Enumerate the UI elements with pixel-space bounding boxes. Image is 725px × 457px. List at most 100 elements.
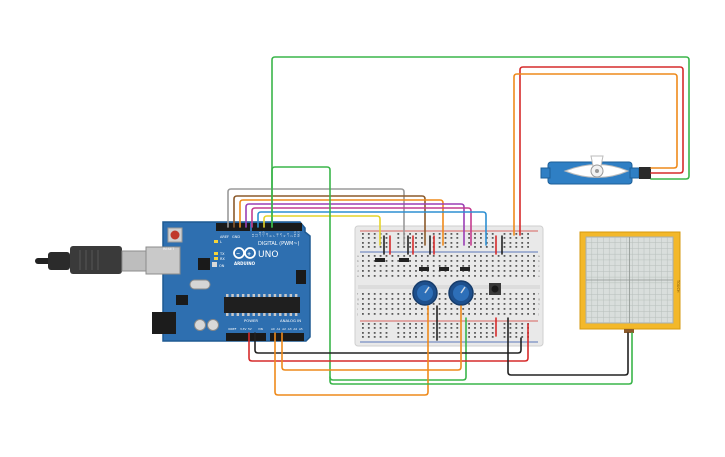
wire-orange-a1 [281, 305, 462, 371]
servo-connector [639, 167, 651, 179]
wire-orange-servo [513, 73, 678, 236]
rx-led-label: RX [220, 257, 225, 261]
analog-header [270, 333, 304, 341]
crystal-oscillator [189, 279, 211, 290]
breadboard-jumpers [375, 258, 470, 271]
breadboard-row-letter: i [538, 307, 539, 311]
rx-led [214, 257, 218, 260]
breadboard-row-letter: f [538, 292, 540, 296]
arduino-logo: − + [233, 247, 256, 259]
touch-pad[interactable]: TOUCH [579, 231, 681, 333]
breadboard-row-letter: h [538, 302, 540, 306]
vin-pin-label: VIN [258, 327, 263, 331]
digital-pin-label: TX 1 [293, 231, 297, 237]
digital-pin-label: ~11 [258, 231, 262, 237]
analog-pin-label: A4 [293, 327, 297, 331]
usb-cable[interactable] [35, 246, 151, 274]
power-header [226, 333, 266, 341]
wire-purple-digital [245, 203, 465, 246]
wire-magenta-digital [251, 207, 472, 246]
icsp-header [296, 270, 306, 284]
dc-power-jack [152, 312, 176, 334]
analog-pin-label: A2 [282, 327, 286, 331]
analog-pin-label: A3 [288, 327, 292, 331]
power-header-label: POWER [244, 318, 258, 323]
breadboard-row-letter: d [357, 269, 359, 273]
usb-plug-body [70, 246, 122, 274]
digital-pin-label: 8 [269, 235, 273, 237]
digital-pin-label: 12 [255, 233, 259, 237]
digital-pin-label: ~3 [286, 233, 290, 237]
digital-header-right [252, 223, 302, 231]
breadboard-row-letter: j [356, 312, 358, 316]
analog-pin-label: A5 [299, 327, 303, 331]
aref-label: AREF [220, 235, 229, 239]
digital-pin-label: 2 [290, 235, 294, 237]
reset-button[interactable] [170, 230, 180, 240]
breadboard-row-letter: c [357, 264, 359, 268]
digital-pin-label: 13 [251, 233, 255, 237]
digital-pin-label: 4 [283, 235, 287, 237]
digital-pin-label: ~9 [265, 233, 269, 237]
capacitor-1 [194, 319, 206, 331]
potentiometer-1-wiper [424, 286, 430, 294]
touch-pad-label: TOUCH [676, 279, 680, 293]
micro-servo[interactable] [540, 155, 651, 185]
reset-label: RESET [163, 247, 175, 251]
breadboard-row-letter: c [538, 264, 540, 268]
gnd-label: GND [232, 235, 240, 239]
servo-mount-left [540, 167, 551, 179]
wire-green-loop [271, 166, 467, 381]
capacitor-2 [207, 319, 219, 331]
touch-pad-grid [586, 237, 673, 323]
servo-mount-right [629, 167, 640, 179]
wire-red-servo-power [519, 66, 684, 236]
svg-text:+: + [247, 252, 251, 258]
voltage-regulator [176, 295, 188, 305]
potentiometer-1[interactable] [412, 280, 438, 306]
digital-pin-label: 7 [272, 235, 276, 237]
breadboard-row-letter: i [357, 307, 358, 311]
usb-socket [145, 246, 181, 275]
digital-pin-label: RX 0 [297, 231, 301, 237]
tx-led-label: TX [219, 252, 225, 256]
breadboard-row-letter: g [357, 297, 359, 301]
wires [227, 56, 690, 396]
breadboard-row-letter: f [357, 292, 359, 296]
touch-pad-connector [624, 329, 634, 333]
breadboard-row-letter: b [357, 259, 359, 263]
usb-interface-chip [198, 258, 210, 270]
l-led [214, 240, 218, 243]
wire-green-servo-signal [271, 56, 690, 228]
digital-pin-label: ~6 [276, 233, 280, 237]
breadboard-row-letter: e [357, 274, 359, 278]
breadboard-row-letter: d [538, 269, 540, 273]
on-led-label: ON [219, 264, 225, 268]
push-button[interactable] [489, 283, 501, 295]
wire-black-touch [507, 317, 629, 376]
breadboard-row-letter: a [538, 254, 540, 258]
analog-header-label: ANALOG IN [280, 318, 301, 323]
wire-orange-digital [239, 199, 444, 246]
l-led-label: L [220, 240, 222, 244]
tx-led [214, 252, 218, 255]
brand-label: ARDUINO [234, 261, 256, 266]
wire-gray-digital [227, 188, 405, 246]
potentiometer-2[interactable] [448, 280, 474, 306]
wire-blue-digital [257, 211, 487, 246]
breadboard-row-letter: g [538, 297, 540, 301]
power-pin-labels: IOREF 3.3V 5V VIN [228, 327, 263, 331]
on-led [212, 262, 217, 267]
model-label: UNO [258, 250, 278, 260]
digital-pin-label: ~5 [279, 233, 283, 237]
breadboard-row-letter: a [357, 254, 359, 258]
digital-header-left [216, 223, 250, 231]
breadboard-row-letter: e [538, 274, 540, 278]
wire-red-5v [248, 323, 529, 362]
